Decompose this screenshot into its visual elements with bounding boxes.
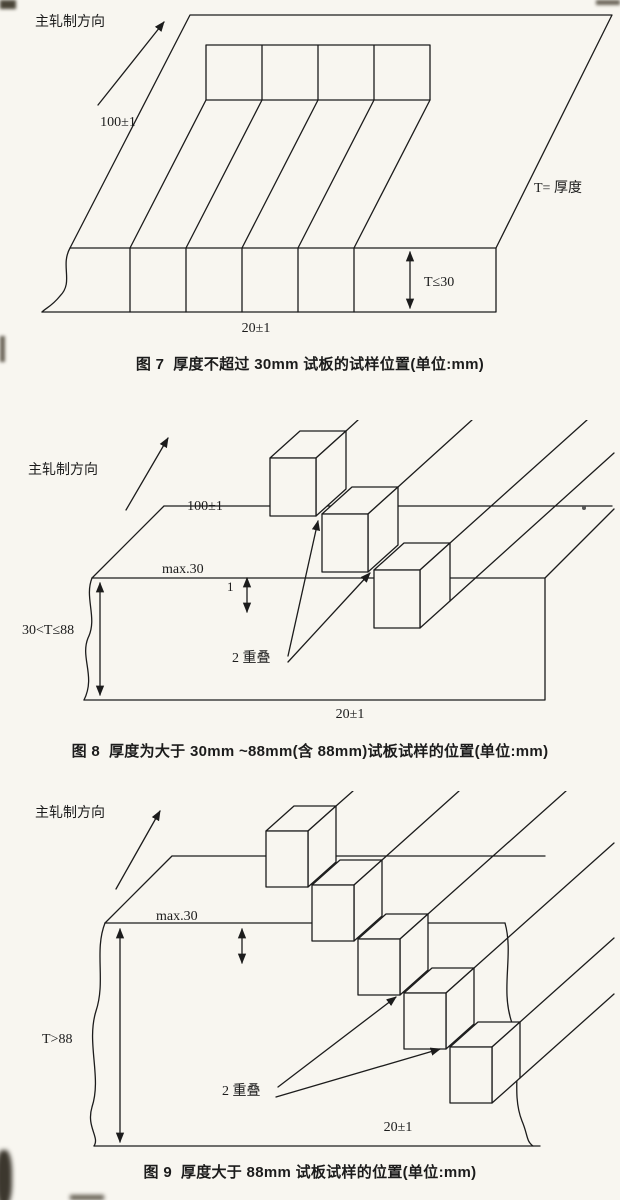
figure8-drawing	[83, 420, 615, 701]
overlap-pointer-arrow-2	[275, 1047, 441, 1098]
max-depth-label: max.30	[156, 909, 198, 924]
scan-artifact	[70, 1195, 104, 1200]
figure8-block: 主轧制方向 100±1 max.30 1 30<T≤88 2 重叠 20±1 图…	[0, 420, 620, 761]
overlap-label: 2 重叠	[222, 1083, 261, 1099]
overlap-label: 2 重叠	[232, 650, 271, 666]
plate-break-edge	[41, 247, 71, 313]
figure7-diagram: 主轧制方向 100±1 T= 厚度 T≤30 20±1	[35, 14, 613, 336]
specimen-step-3	[357, 913, 429, 996]
rolling-direction-label: 主轧制方向	[35, 14, 105, 30]
figure7-labels: 主轧制方向 100±1 T= 厚度 T≤30 20±1	[35, 14, 582, 336]
overlap-pointer-arrow-1	[287, 519, 321, 657]
figure8-labels: 主轧制方向 100±1 max.30 1 30<T≤88 2 重叠 20±1	[22, 462, 364, 722]
specimen-step-2	[311, 859, 383, 942]
width-dimension-label: 20±1	[384, 1120, 413, 1135]
width-dimension-label: 20±1	[336, 707, 365, 722]
specimen-step-4	[403, 967, 475, 1050]
overlap-pointer-arrow-2	[287, 572, 371, 663]
plate-break-edge-left	[89, 922, 106, 1147]
figure7-caption: 图 7 厚度不超过 30mm 试板的试样位置(单位:mm)	[135, 356, 485, 373]
specimen-extension-lines	[335, 791, 615, 1079]
offset-label: 1	[227, 579, 234, 594]
specimen-step-1	[269, 430, 347, 517]
length-dimension-label: 100±1	[187, 499, 223, 514]
rolling-direction-arrow	[115, 810, 161, 890]
figure8-diagram: 主轧制方向 100±1 max.30 1 30<T≤88 2 重叠 20±1	[22, 420, 615, 722]
plate-front-face	[83, 577, 546, 701]
plate-front-face	[93, 922, 541, 1147]
figure7-drawing	[41, 14, 613, 313]
figure7-block: 主轧制方向 100±1 T= 厚度 T≤30 20±1 图 7 厚度不超过 30…	[0, 0, 620, 374]
plate-front-face	[41, 247, 497, 313]
specimen-step-1	[265, 805, 337, 888]
thickness-range-label: T>88	[42, 1032, 72, 1047]
figure8-caption: 图 8 厚度为大于 30mm ~88mm(含 88mm)试板试样的位置(单位:m…	[71, 743, 549, 760]
rolling-direction-label: 主轧制方向	[28, 462, 98, 478]
figure9-diagram: 主轧制方向 max.30 T>88 2 重叠 20±1	[35, 791, 615, 1147]
figure9-labels: 主轧制方向 max.30 T>88 2 重叠 20±1	[35, 805, 412, 1135]
plate-break-edge	[83, 577, 93, 701]
specimen-step-5	[449, 1021, 521, 1104]
figure9-caption: 图 9 厚度大于 88mm 试板试样的位置(单位:mm)	[143, 1164, 477, 1181]
rolling-direction-arrow	[97, 21, 165, 106]
specimen-step-3	[373, 542, 451, 629]
specimen-extension-lines	[345, 420, 615, 602]
length-dimension-label: 100±1	[100, 115, 136, 130]
overlap-pointer-arrow-1	[277, 996, 397, 1088]
thickness-note-label: T= 厚度	[534, 180, 582, 196]
plate-top-surface	[104, 855, 546, 924]
plate-top-surface	[69, 14, 613, 249]
rolling-direction-label: 主轧制方向	[35, 805, 105, 821]
figure9-drawing	[89, 791, 615, 1147]
width-dimension-label: 20±1	[242, 321, 271, 336]
specimen-long-edges	[129, 99, 431, 249]
specimen-end-faces	[205, 44, 431, 101]
max-depth-label: max.30	[162, 562, 204, 577]
figure9-block: 主轧制方向 max.30 T>88 2 重叠 20±1 图 9 厚度大于 88m…	[0, 791, 620, 1182]
thickness-range-label: 30<T≤88	[22, 623, 74, 638]
rolling-direction-arrow	[125, 437, 169, 511]
thickness-limit-label: T≤30	[424, 275, 454, 290]
specimen-front-cuts	[129, 247, 355, 313]
